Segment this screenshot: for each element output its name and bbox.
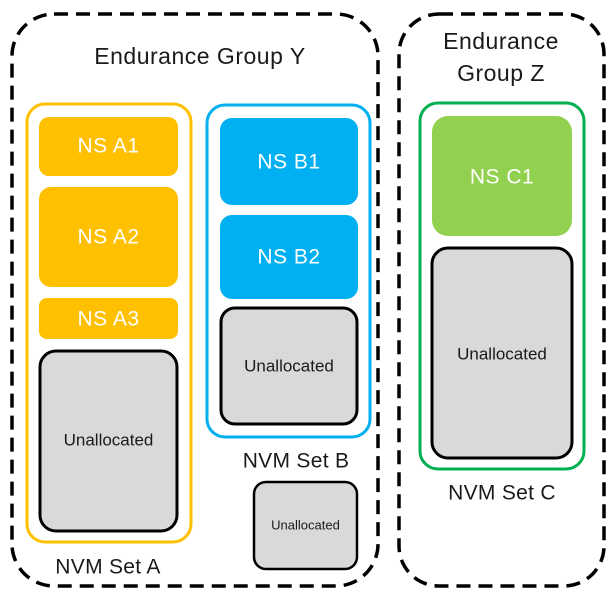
namespace-a3: [39, 298, 178, 339]
nvm-set-a-unallocated: [38, 349, 179, 533]
namespace-b2: [220, 215, 358, 299]
endurance-group-y-unallocated-label: Unallocated: [271, 517, 340, 532]
nvm-set-c: NS C1 Unallocated NVM Set C: [418, 101, 586, 505]
namespace-a2: [39, 187, 178, 287]
endurance-group-y: Endurance Group Y: [10, 12, 380, 588]
namespace-a2-label: NS A2: [77, 226, 139, 249]
nvm-set-c-unallocated: [430, 246, 574, 460]
namespace-a1-label: NS A1: [77, 135, 139, 158]
nvm-set-c-unallocated-label: Unallocated: [457, 344, 547, 363]
namespace-b1-label: NS B1: [257, 151, 320, 174]
namespace-b1: [220, 118, 358, 205]
nvm-set-a: NS A1 NS A2 NS A3 Unallocated NVM Set A: [25, 102, 193, 579]
nvm-set-b-label: NVM Set B: [243, 450, 350, 473]
namespace-c1: [432, 116, 572, 236]
endurance-group-z-border: [397, 12, 606, 588]
endurance-group-z-label-line2: Group Z: [457, 60, 545, 86]
nvm-set-a-unallocated-label: Unallocated: [64, 430, 154, 449]
endurance-group-y-unallocated: Unallocated: [252, 480, 359, 571]
endurance-group-y-border: [10, 12, 380, 588]
nvm-set-b-unallocated: [219, 306, 359, 426]
endurance-group-y-label: Endurance Group Y: [94, 43, 305, 69]
namespace-a1: [39, 117, 178, 176]
nvm-set-b-unallocated-label: Unallocated: [244, 356, 334, 375]
nvm-set-b: NS B1 NS B2 Unallocated NVM Set B: [205, 103, 372, 473]
nvm-set-c-border: [418, 101, 586, 471]
namespace-a3-label: NS A3: [77, 308, 139, 331]
namespace-c1-label: NS C1: [470, 166, 534, 189]
nvm-set-a-label: NVM Set A: [55, 556, 160, 579]
endurance-group-y-unallocated-box: [252, 480, 359, 571]
nvm-set-a-border: [25, 102, 193, 544]
namespace-b2-label: NS B2: [257, 246, 320, 269]
endurance-group-z-label-line1: Endurance: [443, 28, 559, 54]
nvm-set-b-border: [205, 103, 372, 439]
endurance-group-z: Endurance Group Z: [397, 12, 606, 588]
nvm-set-c-label: NVM Set C: [448, 482, 556, 505]
